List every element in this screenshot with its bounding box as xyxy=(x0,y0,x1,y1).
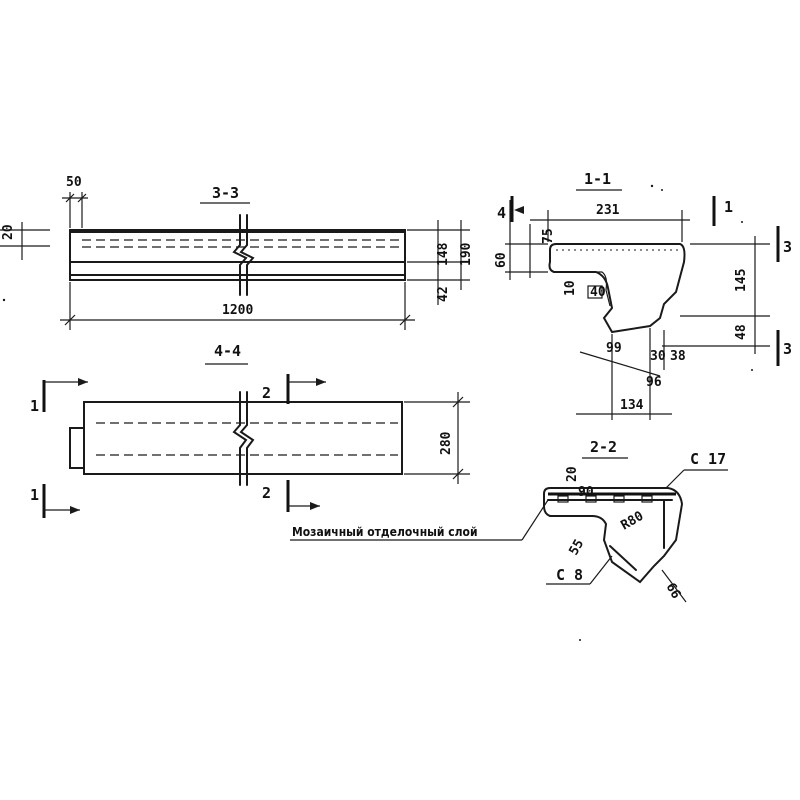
rebar-bar xyxy=(585,495,597,503)
scan-specks xyxy=(2,184,753,641)
section-3-3-title: 3-3 xyxy=(212,184,239,202)
arrow-head xyxy=(310,502,320,510)
rebar-bar xyxy=(613,495,625,503)
break-mark xyxy=(232,214,248,296)
label-c17: C 17 xyxy=(690,450,726,468)
groove-outline xyxy=(586,271,611,307)
dim-1200: 1200 xyxy=(222,303,253,318)
label-finish-layer: Мозаичный отделочный слой xyxy=(292,525,478,539)
marker-3-bottom: 3 xyxy=(783,340,792,358)
dim-60: 60 xyxy=(494,252,509,268)
dim-R80: R80 xyxy=(619,509,647,534)
rebar-bar xyxy=(557,495,569,503)
section-1-1-title: 1-1 xyxy=(584,170,611,188)
dim-38: 38 xyxy=(670,349,686,364)
dim-20-detail: 20 xyxy=(565,466,580,482)
marker-1-right: 1 xyxy=(724,198,733,216)
marker-3-top: 3 xyxy=(783,238,792,256)
arrow-head xyxy=(78,378,88,386)
marker-1-bottom: 1 xyxy=(30,486,39,504)
break-mark xyxy=(239,391,255,486)
tick xyxy=(77,193,87,203)
leader-c8 xyxy=(589,555,613,585)
leader-c17 xyxy=(665,469,685,489)
section-1-1-cross: 1-1 231 75 60 4 10 40 145 48 3 xyxy=(494,170,792,420)
plan-end-stub xyxy=(69,427,85,469)
dim-10: 10 xyxy=(563,280,578,296)
section-4-4-plan: 4-4 1 1 2 2 280 xyxy=(30,342,470,518)
dim-99: 99 xyxy=(606,341,622,356)
marker-2-bottom: 2 xyxy=(262,484,271,502)
dim-190: 190 xyxy=(459,242,474,266)
tick xyxy=(399,314,411,326)
label-c8: C 8 xyxy=(556,566,583,584)
dim-42: 42 xyxy=(436,286,451,302)
section-4-4-title: 4-4 xyxy=(214,342,241,360)
arrow-head xyxy=(514,206,524,214)
tick xyxy=(65,193,75,203)
marker-1-top: 1 xyxy=(30,397,39,415)
dim-231: 231 xyxy=(596,203,620,218)
section-2-2-title: 2-2 xyxy=(590,438,617,456)
dim-40: 40 xyxy=(590,285,606,300)
dim-134: 134 xyxy=(620,398,644,413)
arrow-head xyxy=(70,506,80,514)
dim-280: 280 xyxy=(439,431,454,455)
dim-55: 55 xyxy=(566,537,587,558)
section-2-2-detail: 2-2 20 90 R80 55 66 C 17 C 8 Мозаичный о… xyxy=(290,438,728,603)
leader-finish-layer xyxy=(521,499,549,541)
dim-20-left: 20 xyxy=(1,224,16,240)
leader-line xyxy=(661,569,687,603)
section-3-3-elevation: 3-3 50 20 1200 xyxy=(0,175,474,330)
tick xyxy=(452,396,464,408)
dim-148: 148 xyxy=(436,242,451,266)
arrow-head xyxy=(316,378,326,386)
marker-4: 4 xyxy=(497,204,506,222)
break-mark xyxy=(232,391,248,486)
tick xyxy=(64,314,76,326)
detail-profile xyxy=(543,487,684,584)
dim-48: 48 xyxy=(734,324,749,340)
dim-30: 30 xyxy=(650,349,666,364)
break-mark xyxy=(239,214,255,296)
rebar-bar xyxy=(641,495,653,503)
dim-96: 96 xyxy=(646,375,662,390)
marker-2-top: 2 xyxy=(262,384,271,402)
tick xyxy=(452,468,464,480)
dim-66: 66 xyxy=(663,581,684,602)
stirrup-line xyxy=(609,545,637,571)
dim-50: 50 xyxy=(66,175,82,190)
rebar-detail xyxy=(587,285,603,299)
dim-75: 75 xyxy=(541,228,556,244)
dim-145: 145 xyxy=(734,269,749,292)
dim-90: 90 xyxy=(578,485,594,500)
dim-line xyxy=(579,351,661,377)
beam-outline xyxy=(69,229,406,281)
beam-profile xyxy=(548,243,686,334)
